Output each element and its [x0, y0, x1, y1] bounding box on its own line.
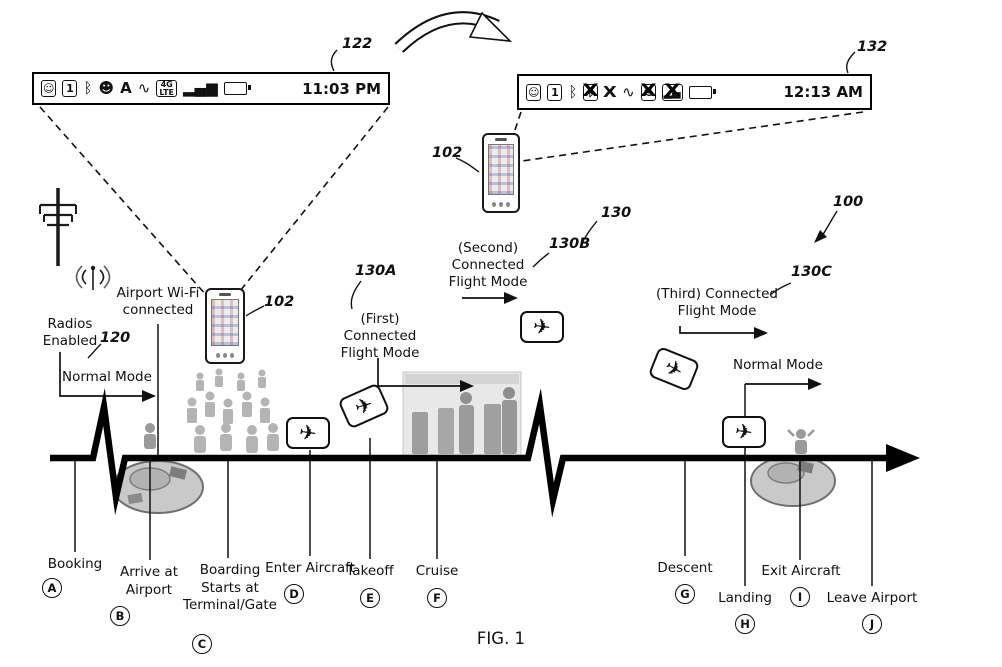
calendar-icon: 1 — [62, 80, 78, 97]
clock-time-before: 11:03 PM — [302, 79, 381, 98]
bluetooth-icon: ᛒ — [83, 79, 93, 97]
event-letter-j: J — [862, 614, 882, 634]
battery-icon — [688, 85, 716, 99]
ref-120: 120 — [100, 330, 131, 346]
event-letter-h: H — [735, 614, 755, 634]
third-connected-mode-label: (Third) Connected Flight Mode — [656, 286, 778, 319]
boarding-crowd-illustration — [187, 368, 279, 453]
phone-speaker — [219, 293, 231, 296]
event-letter-d: D — [284, 584, 304, 604]
event-letter-g: G — [675, 584, 695, 604]
data-roaming-icon: A — [120, 79, 132, 97]
no-service-x-icon: X — [603, 82, 618, 101]
smartphone-airport — [205, 288, 245, 364]
calendar-glyph: 1 — [551, 85, 559, 99]
figure-caption: FIG. 1 — [476, 629, 526, 648]
timeline-arrowhead — [886, 444, 920, 472]
airplane-glyph: ✈ — [297, 419, 319, 446]
second-connected-mode-label: (Second) Connected Flight Mode — [448, 240, 528, 290]
calendar-glyph: 1 — [66, 82, 74, 95]
first-connected-mode-label: (First) Connected Flight Mode — [340, 311, 420, 361]
signal-off-icon: ▂▄ — [661, 83, 683, 101]
airplane-glyph: ✈ — [352, 391, 376, 420]
calendar-icon: 1 — [547, 83, 563, 101]
event-letter-c: C — [192, 634, 212, 654]
phone-status-bar-after-flight: ☺ 1 ᛒ ᛒ X ∿ ≋ ▂▄ 12:13 AM — [517, 74, 872, 110]
clock-time-after: 12:13 AM — [783, 83, 863, 101]
event-label-booking: Booking — [47, 556, 103, 572]
bluetooth-icon: ᛒ — [568, 82, 578, 101]
phone-buttons — [492, 202, 510, 207]
airplane-mode-icon-landing: ✈ — [722, 416, 766, 448]
bluetooth-off-glyph: ᛒ — [587, 85, 595, 99]
bluetooth-off-icon: ᛒ — [583, 83, 599, 101]
network-4g-text: 4G — [160, 79, 173, 89]
normal-mode-left-label: Normal Mode — [62, 369, 152, 385]
network-lte-text: LTE — [159, 87, 175, 97]
smiley-icon: ☻ — [98, 79, 115, 97]
contacts-icon: ☺ — [41, 80, 57, 97]
airplane-mode-icon-enter: ✈ — [286, 417, 330, 449]
airplane-glyph: ✈ — [531, 313, 553, 340]
contacts-glyph: ☺ — [43, 82, 55, 95]
event-letter-f: F — [427, 588, 447, 608]
wifi-off-glyph: ≋ — [643, 85, 653, 99]
event-letter-b: B — [110, 606, 130, 626]
vibrate-icon: ∿ — [622, 82, 635, 101]
event-label-arrive: Arrive at Airport — [119, 564, 178, 598]
event-label-takeoff: Takeoff — [346, 563, 394, 579]
mode-arrowheads — [142, 292, 822, 402]
phone-screen — [488, 144, 514, 195]
timeline — [50, 388, 920, 518]
event-letter-a: A — [42, 578, 62, 598]
ref-130A: 130A — [355, 263, 397, 279]
contacts-glyph: ☺ — [528, 85, 540, 99]
event-label-descent: Descent — [657, 560, 713, 576]
ref-122: 122 — [342, 36, 373, 52]
event-label-enter-aircraft: Enter Aircraft — [265, 560, 355, 576]
signal-off-glyph: ▂▄ — [663, 85, 681, 99]
network-4g-lte-icon: 4G LTE — [156, 79, 178, 97]
curved-transition-arrow-icon — [394, 11, 513, 53]
ref-130B: 130B — [549, 236, 591, 252]
airplane-glyph: ✈ — [733, 418, 755, 445]
signal-bars-icon: ▂▄▆ — [183, 79, 218, 97]
event-letter-i: I — [790, 587, 810, 607]
ref-102-top: 102 — [432, 145, 463, 161]
radio-waves-icon — [75, 265, 111, 290]
event-label-boarding: Boarding Starts at Terminal/Gate — [183, 562, 277, 614]
ref-130C: 130C — [791, 264, 832, 280]
battery-icon — [223, 82, 251, 95]
ref-130: 130 — [601, 205, 632, 221]
event-label-cruise: Cruise — [415, 563, 459, 579]
normal-mode-right-label: Normal Mode — [733, 357, 823, 373]
ref-100-arrowhead — [814, 230, 827, 243]
airport-wifi-label: Airport Wi-Fi connected — [116, 285, 200, 318]
ref-132: 132 — [857, 39, 888, 55]
event-label-leave-airport: Leave Airport — [826, 590, 918, 606]
airplane-glyph: ✈ — [660, 353, 688, 384]
phone-status-bar-before-flight: ☺ 1 ᛒ ☻ A ∿ 4G LTE ▂▄▆ 11:03 PM — [32, 72, 390, 105]
event-letter-e: E — [360, 588, 380, 608]
vibrate-icon: ∿ — [137, 79, 151, 97]
airplane-mode-icon-cruise: ✈ — [520, 311, 564, 343]
event-label-exit-aircraft: Exit Aircraft — [761, 563, 841, 579]
baggage-carousel-exit — [750, 429, 836, 507]
radios-enabled-label: Radios Enabled — [42, 316, 98, 349]
reference-leader-lines — [87, 49, 856, 359]
event-label-landing: Landing — [718, 590, 772, 606]
phone-buttons — [216, 353, 234, 358]
ref-102-left: 102 — [264, 294, 295, 310]
wifi-off-icon: ≋ — [640, 83, 656, 101]
phone-screen — [211, 299, 239, 346]
cell-tower-icon — [39, 188, 77, 266]
contacts-icon: ☺ — [526, 83, 542, 101]
event-connector-lines — [74, 324, 873, 586]
phone-speaker — [495, 138, 507, 141]
ref-100: 100 — [833, 194, 864, 210]
smartphone-top — [482, 133, 520, 213]
